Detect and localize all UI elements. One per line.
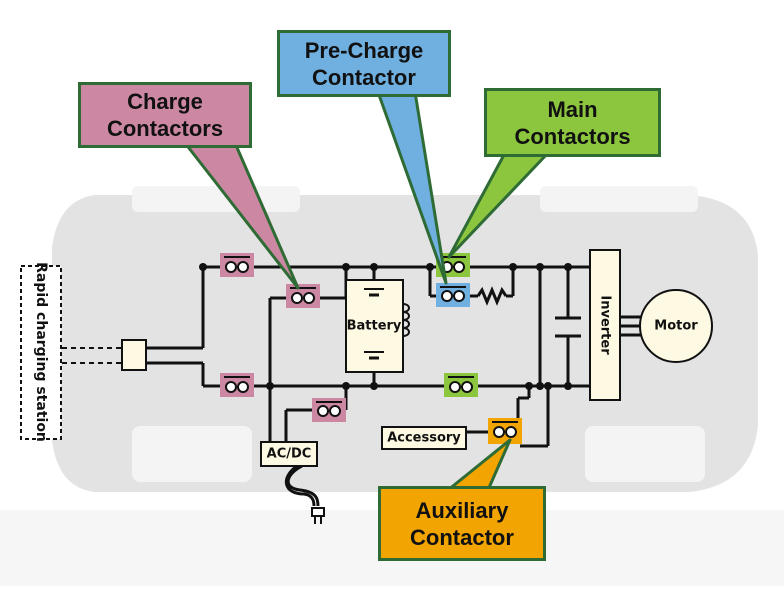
- pre-charge-contactor-callout: Pre-Charge Contactor: [277, 30, 451, 97]
- contactor-charge-middle: [286, 284, 320, 308]
- contactor-auxiliary: [488, 418, 522, 444]
- motor-label: Motor: [654, 319, 698, 334]
- ac-dc-converter: [260, 441, 318, 467]
- contactor-main-bottom: [444, 373, 478, 397]
- charge-port: [121, 339, 147, 371]
- contactor-pre-charge: [436, 283, 470, 307]
- charge-contactors-callout: Charge Contactors: [78, 82, 252, 148]
- ac-dc-label: AC/DC: [267, 447, 312, 462]
- junction-dots: [199, 263, 572, 390]
- battery-component: [345, 279, 410, 373]
- rapid-charging-station-box: [20, 265, 62, 440]
- plug-icon: [311, 507, 325, 524]
- accessory-component: [381, 426, 467, 450]
- contactor-charge-bottom: [220, 373, 254, 397]
- inverter-label: Inverter: [598, 295, 613, 355]
- motor-component: [639, 289, 713, 363]
- charging-cable: [62, 347, 123, 364]
- contactor-charge-top: [220, 253, 254, 277]
- inverter-component: [589, 249, 621, 401]
- auxiliary-contactor-callout: Auxiliary Contactor: [378, 486, 546, 561]
- contactor-charge-acdc: [312, 398, 346, 422]
- battery-label: Battery: [347, 319, 402, 334]
- accessory-label: Accessory: [387, 431, 461, 446]
- main-contactors-callout: Main Contactors: [484, 88, 661, 157]
- rapid-charging-station-label: Rapid charging station: [33, 262, 49, 442]
